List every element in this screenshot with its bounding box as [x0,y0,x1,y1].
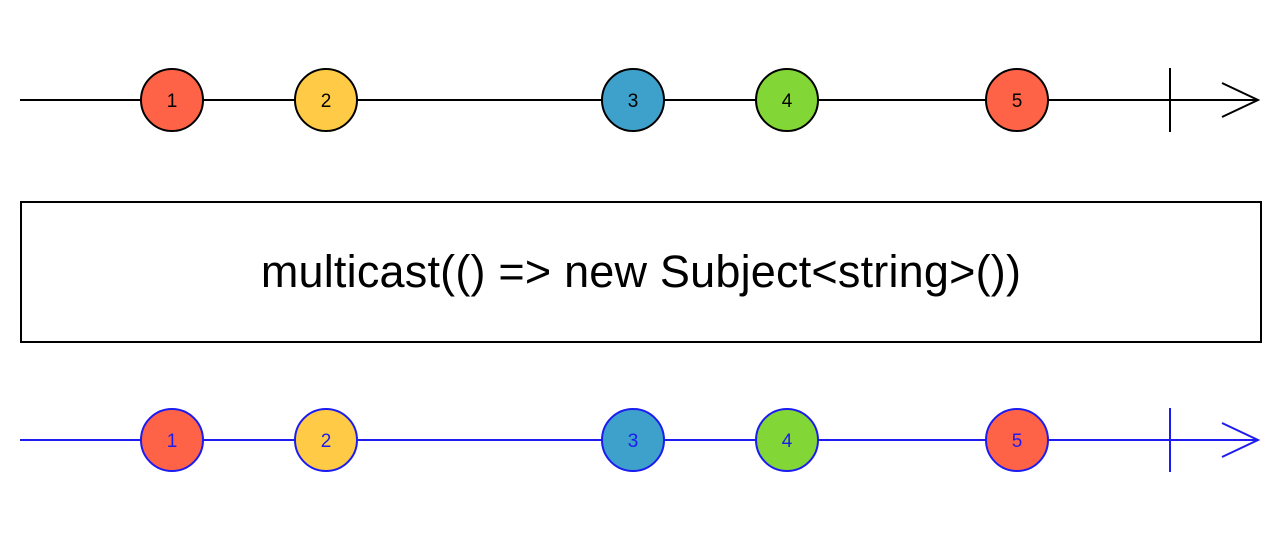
output-marble-label: 3 [628,431,639,452]
operator-box: multicast(() => new Subject<string>()) [20,201,1262,343]
output-marble-circle [985,408,1049,472]
input-marble-label: 1 [167,91,178,112]
input-marble-circle [985,68,1049,132]
input-marble-label: 4 [782,91,793,112]
input-marble-circle [140,68,204,132]
output-marble-4: 4 [755,408,819,472]
input-arrow [1221,82,1261,118]
operator-label: multicast(() => new Subject<string>()) [260,246,1022,297]
output-marble-circle [294,408,358,472]
output-marble-circle [140,408,204,472]
input-marble-3: 3 [601,68,665,132]
output-marble-circle [755,408,819,472]
input-marble-label: 5 [1012,91,1023,112]
output-marble-circle [601,408,665,472]
output-marble-5: 5 [985,408,1049,472]
input-marble-circle [755,68,819,132]
input-marble-label: 3 [628,91,639,112]
input-marble-circle [601,68,665,132]
output-arrow [1221,422,1261,458]
output-marble-1: 1 [140,408,204,472]
output-marble-label: 4 [782,431,793,452]
output-marble-label: 1 [167,431,178,452]
output-marble-label: 2 [321,431,332,452]
input-marble-4: 4 [755,68,819,132]
input-marble-2: 2 [294,68,358,132]
output-marble-3: 3 [601,408,665,472]
input-marble-1: 1 [140,68,204,132]
output-marble-2: 2 [294,408,358,472]
input-timeline: 1 2 3 4 5 [20,68,1261,132]
input-marble-circle [294,68,358,132]
input-marble-label: 2 [321,91,332,112]
output-marble-label: 5 [1012,431,1023,452]
output-timeline: 1 2 3 4 5 [20,408,1261,472]
input-marble-5: 5 [985,68,1049,132]
